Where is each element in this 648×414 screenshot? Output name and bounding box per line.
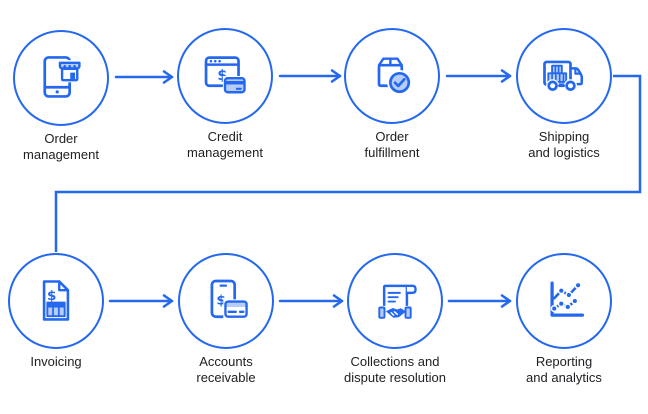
step-label: Collections and dispute resolution bbox=[325, 354, 465, 385]
package-check-icon bbox=[377, 57, 413, 95]
svg-text:$: $ bbox=[217, 68, 227, 84]
step-label-line: receivable bbox=[196, 369, 256, 385]
step-circle-order-management bbox=[13, 30, 109, 126]
step-label: Order fulfillment bbox=[322, 129, 462, 160]
step-label: Order management bbox=[0, 131, 131, 162]
step-label-line: and logistics bbox=[528, 144, 600, 160]
step-circle-shipping-logistics bbox=[516, 28, 612, 124]
step-label: Shipping and logistics bbox=[494, 129, 634, 160]
delivery-truck-icon bbox=[543, 60, 584, 93]
step-circle-order-fulfillment bbox=[344, 28, 440, 124]
line-chart-icon bbox=[550, 281, 585, 317]
step-label-line: Invoicing bbox=[30, 354, 82, 369]
browser-dollar-card-icon: $ bbox=[204, 56, 248, 96]
step-label-line: fulfillment bbox=[364, 144, 420, 160]
step-credit-management: $ Credit management bbox=[155, 28, 295, 160]
step-label-line: Credit bbox=[207, 129, 243, 144]
step-label: Invoicing bbox=[0, 354, 126, 370]
step-label-line: management bbox=[23, 146, 99, 162]
step-label: Reporting and analytics bbox=[494, 354, 634, 385]
phone-card-dollar-icon: $ bbox=[210, 279, 250, 320]
step-label-line: Order bbox=[375, 129, 409, 144]
step-label-line: Order bbox=[44, 131, 78, 146]
step-circle-reporting-analytics bbox=[516, 253, 612, 349]
step-invoicing: $ Invoicing bbox=[0, 253, 126, 370]
step-label: Credit management bbox=[155, 129, 295, 160]
step-circle-accounts-receivable: $ bbox=[178, 253, 274, 349]
step-label-line: and analytics bbox=[526, 369, 602, 385]
svg-text:$: $ bbox=[216, 292, 225, 308]
step-label-line: Collections and bbox=[350, 354, 440, 369]
step-shipping-logistics: Shipping and logistics bbox=[494, 28, 634, 160]
step-accounts-receivable: $ Accounts receivable bbox=[156, 253, 296, 385]
step-order-fulfillment: Order fulfillment bbox=[322, 28, 462, 160]
invoice-document-icon: $ bbox=[42, 280, 70, 321]
step-label: Accounts receivable bbox=[156, 354, 296, 385]
step-collections-disputes: Collections and dispute resolution bbox=[325, 253, 465, 385]
step-label-line: dispute resolution bbox=[344, 369, 446, 385]
step-circle-invoicing: $ bbox=[8, 253, 104, 349]
contract-handshake-icon bbox=[377, 284, 417, 320]
step-label-line: management bbox=[187, 144, 263, 160]
step-circle-collections-disputes bbox=[347, 253, 443, 349]
svg-text:$: $ bbox=[47, 288, 56, 304]
step-label-line: Accounts bbox=[199, 354, 253, 369]
step-reporting-analytics: Reporting and analytics bbox=[494, 253, 634, 385]
step-order-management: Order management bbox=[0, 30, 131, 162]
step-label-line: Reporting bbox=[535, 354, 593, 369]
phone-storefront-icon bbox=[43, 56, 83, 98]
step-label-line: Shipping bbox=[538, 129, 590, 144]
step-circle-credit-management: $ bbox=[177, 28, 273, 124]
